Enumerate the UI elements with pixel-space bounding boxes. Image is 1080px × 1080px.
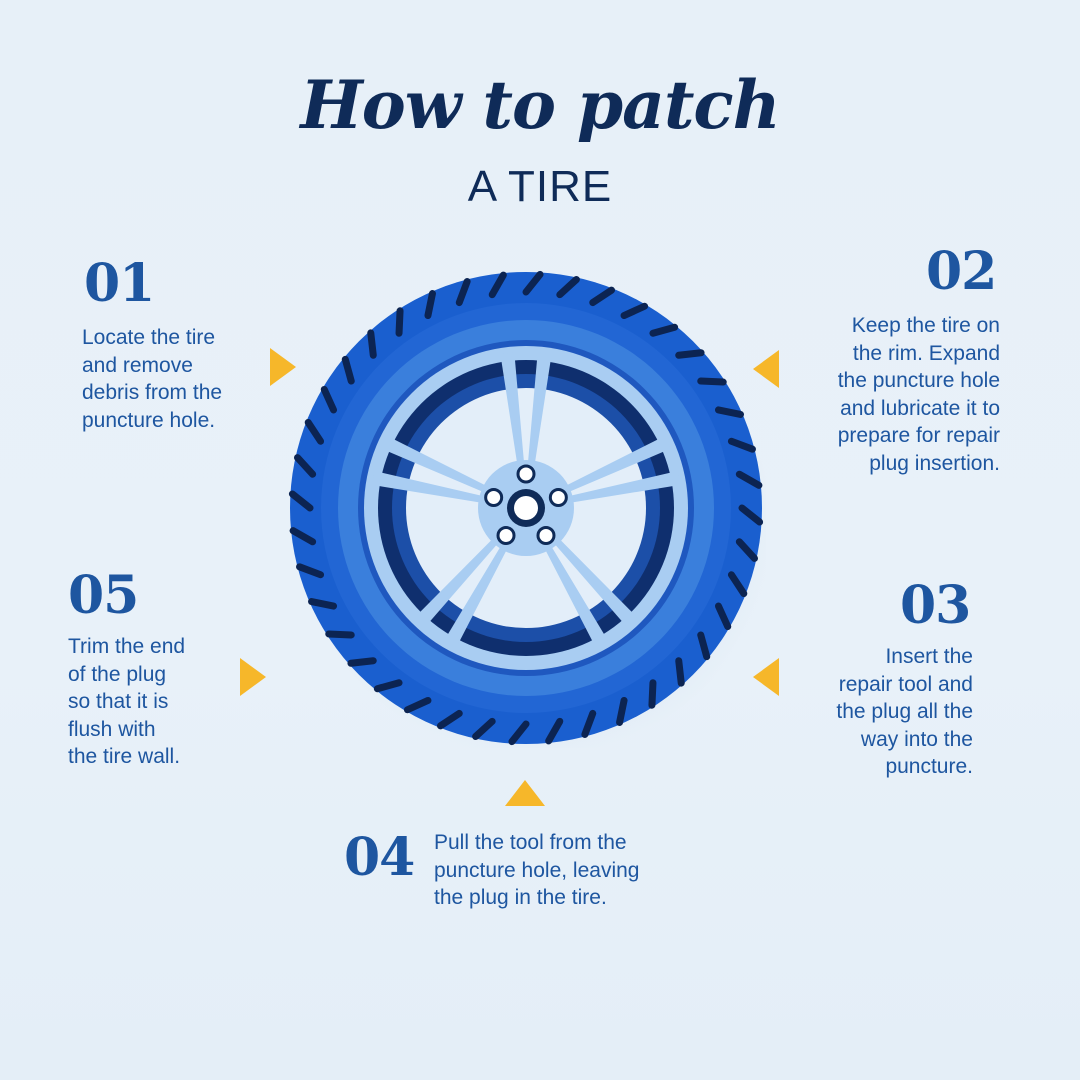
page-title: How to patch xyxy=(300,66,780,144)
tread-mark xyxy=(288,490,314,512)
tread-mark xyxy=(697,631,711,661)
spoke xyxy=(537,532,608,648)
tread-mark xyxy=(508,720,530,746)
tread-mark xyxy=(648,679,657,709)
step-01-number: 01 xyxy=(84,253,155,314)
tread-mark xyxy=(675,657,685,687)
tread-mark xyxy=(472,717,496,741)
spoke xyxy=(381,436,501,499)
lug-nut xyxy=(516,464,536,484)
tire-treads xyxy=(288,270,764,746)
spoke xyxy=(371,471,498,506)
tire-illustration xyxy=(288,270,772,758)
tread-mark xyxy=(293,454,317,478)
tread-mark xyxy=(289,527,317,546)
tread-mark xyxy=(367,329,377,359)
spoke xyxy=(414,527,508,627)
tread-mark xyxy=(735,538,759,562)
tread-mark xyxy=(436,709,463,730)
arrow-left-icon xyxy=(753,658,779,696)
tread-mark xyxy=(620,302,649,320)
spoke xyxy=(551,436,671,499)
arrow-right-icon xyxy=(270,348,296,386)
spoke xyxy=(544,527,638,627)
tread-mark xyxy=(697,377,727,386)
tread-mark xyxy=(373,679,403,693)
arrow-right-icon xyxy=(240,658,266,696)
lug-nut xyxy=(536,526,556,546)
tread-mark xyxy=(727,437,756,453)
tread-mark xyxy=(649,323,679,337)
step-02-number: 02 xyxy=(926,241,997,302)
tread-mark xyxy=(675,349,705,359)
lug-nut xyxy=(496,526,516,546)
step-03-number: 03 xyxy=(900,575,971,636)
tread-mark xyxy=(735,470,763,489)
tread-mark xyxy=(545,717,564,745)
step-05-number: 05 xyxy=(68,565,139,626)
arrow-up-icon xyxy=(505,780,545,806)
tread-mark xyxy=(325,630,355,639)
lug-nut xyxy=(484,487,504,507)
tire-icon xyxy=(286,268,772,758)
tread-mark xyxy=(581,709,597,738)
tread-mark xyxy=(320,385,338,414)
page-subtitle: A TIRE xyxy=(467,162,613,211)
rim-spokes xyxy=(371,352,681,648)
tread-mark xyxy=(296,563,325,579)
tread-mark xyxy=(395,307,404,337)
tread-mark xyxy=(403,696,432,714)
step-05-text: Trim the end of the plug so that it is f… xyxy=(68,635,186,768)
spoke xyxy=(500,352,526,479)
tread-mark xyxy=(727,571,748,598)
spoke xyxy=(554,471,681,506)
tread-mark xyxy=(738,504,764,526)
tread-mark xyxy=(308,598,338,610)
tread-mark xyxy=(455,278,471,307)
tread-mark xyxy=(616,696,628,726)
step-04-text: Pull the tool from the puncture hole, le… xyxy=(434,831,640,909)
lug-nuts xyxy=(484,464,568,546)
step-01-text: Locate the tire and remove debris from t… xyxy=(82,326,223,432)
tread-mark xyxy=(589,286,616,307)
tread-mark xyxy=(522,270,544,296)
lug-nut xyxy=(548,487,568,507)
spoke xyxy=(444,532,515,648)
step-04-number: 04 xyxy=(344,827,415,888)
tread-mark xyxy=(714,602,732,631)
tread-mark xyxy=(341,355,355,385)
step-02-text: Keep the tire on the rim. Expand the pun… xyxy=(837,314,1000,475)
tread-mark xyxy=(347,657,377,667)
tread-mark xyxy=(424,290,436,320)
spoke xyxy=(526,352,552,479)
tread-mark xyxy=(304,418,325,445)
tread-mark xyxy=(714,406,744,418)
tread-mark xyxy=(488,271,507,299)
step-03-text: Insert the repair tool and the plug all … xyxy=(836,645,973,778)
tread-mark xyxy=(556,275,580,299)
arrow-left-icon xyxy=(753,350,779,388)
hub-cap xyxy=(514,496,538,520)
